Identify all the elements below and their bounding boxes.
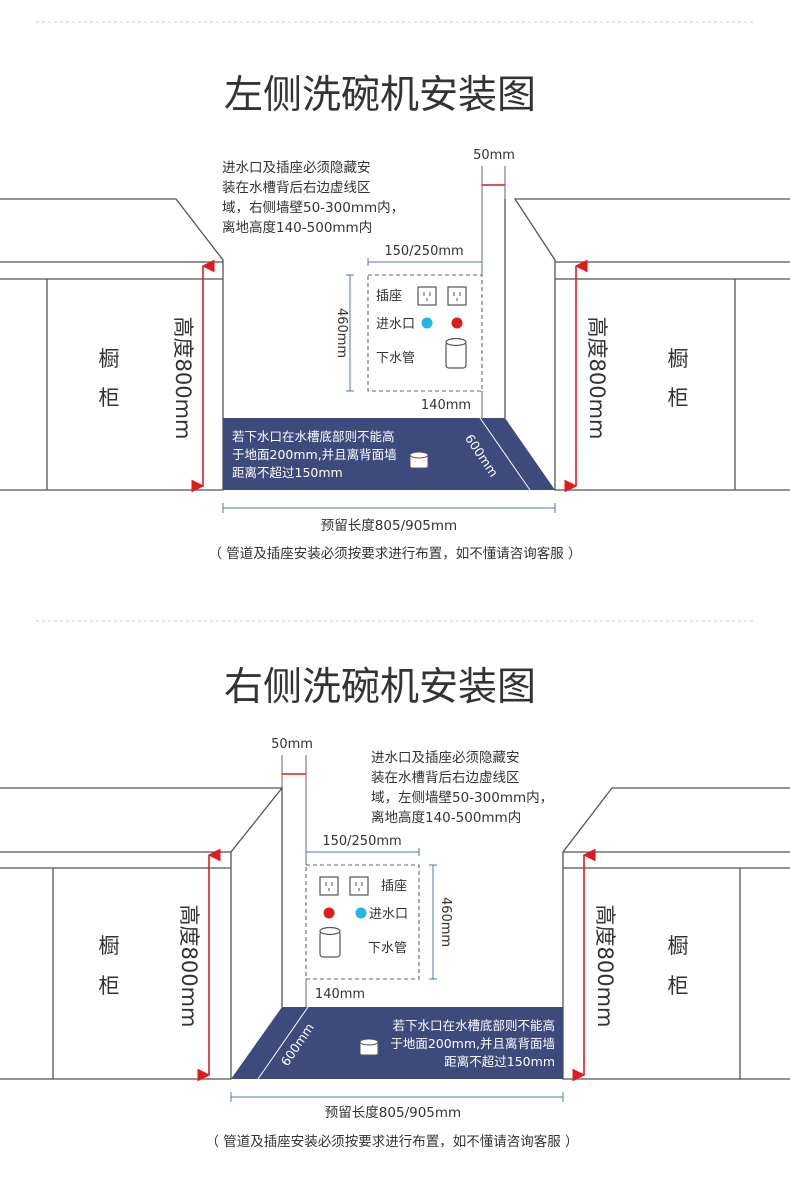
- cold-water-inlet-icon: [421, 317, 433, 329]
- socket-icon: [319, 876, 339, 896]
- note-line-2: 装在水槽背后右边虚线区: [222, 180, 371, 196]
- floor-note-line-3: 距离不超过150mm: [444, 1054, 555, 1069]
- dim-140-label: 140mm: [421, 398, 471, 413]
- right-install-diagram: 右侧洗碗机安装图 进水口及插座必须隐藏安 装在水槽背后右边虚线区 域，左侧墙壁5…: [0, 665, 790, 1150]
- socket-label: 插座: [376, 289, 402, 304]
- dim-width-label: 150/250mm: [384, 244, 463, 259]
- dim-460-label: 460mm: [334, 308, 349, 358]
- floor-area: [223, 418, 555, 490]
- floor-note-line-2: 于地面200mm,并且离背面墙: [390, 1036, 555, 1051]
- inlet-label: 进水口: [376, 317, 415, 332]
- left-cabinet: 橱 柜 高度800mm: [0, 198, 224, 493]
- cabinet-label-bottom: 柜: [99, 386, 120, 410]
- note-line-4: 离地高度140-500mm内: [371, 809, 521, 826]
- install-zone: [367, 274, 483, 392]
- note-line-1: 进水口及插座必须隐藏安: [222, 160, 371, 176]
- page-title: 右侧洗碗机安装图: [224, 665, 536, 710]
- drain-pipe-icon: [445, 337, 467, 369]
- floor-note-line-2: 于地面200mm,并且离背面墙: [232, 447, 397, 462]
- cabinet-label-bottom: 柜: [99, 974, 120, 998]
- cabinet-label-top: 橱: [99, 347, 120, 371]
- socket-icon: [447, 286, 467, 306]
- drain-label: 下水管: [376, 351, 415, 366]
- dim-50-label: 50mm: [271, 737, 313, 752]
- dim-600-line: [479, 417, 531, 491]
- footnote: （ 管道及插座安装必须按要求进行布置，如不懂请咨询客服 ）: [208, 545, 581, 562]
- reserve-length-label: 预留长度805/905mm: [325, 1105, 461, 1121]
- right-cabinet: 橱 柜 高度800mm: [562, 787, 790, 1082]
- footnote: （ 管道及插座安装必须按要求进行布置，如不懂请咨询客服 ）: [205, 1133, 578, 1150]
- note-line-4: 离地高度140-500mm内: [222, 219, 372, 236]
- floor-note-line-3: 距离不超过150mm: [232, 465, 343, 480]
- height-label-left: 高度800mm: [171, 317, 195, 440]
- note-line-3: 域，左侧墙壁50-300mm内，: [371, 790, 553, 806]
- cold-water-inlet-icon: [355, 907, 367, 919]
- drain-outlet-icon: [359, 1038, 379, 1056]
- note-line-1: 进水口及插座必须隐藏安: [371, 750, 520, 766]
- cabinet-label-top: 橱: [668, 934, 689, 958]
- hot-water-inlet-icon: [323, 907, 335, 919]
- right-cabinet: 橱 柜 高度800mm: [513, 198, 790, 493]
- drain-pipe-icon: [319, 926, 341, 958]
- cabinet-label-top: 橱: [99, 934, 120, 958]
- reserve-length-label: 预留长度805/905mm: [321, 518, 457, 534]
- page-title: 左侧洗碗机安装图: [224, 73, 536, 118]
- height-label-right: 高度800mm: [585, 317, 609, 440]
- install-zone: [305, 864, 420, 980]
- dim-50-label: 50mm: [473, 148, 515, 163]
- inlet-label: 进水口: [369, 907, 408, 922]
- height-label-right: 高度800mm: [593, 905, 617, 1028]
- cabinet-label-bottom: 柜: [668, 974, 689, 998]
- drain-label: 下水管: [368, 941, 407, 956]
- floor-area: [231, 1007, 563, 1079]
- cabinet-label-bottom: 柜: [668, 386, 689, 410]
- dim-460-label: 460mm: [438, 897, 453, 947]
- floor-note-line-1: 若下水口在水槽底部则不能高: [232, 429, 395, 444]
- note-line-2: 装在水槽背后右边虚线区: [371, 770, 520, 786]
- dim-140-label: 140mm: [315, 987, 365, 1002]
- hot-water-inlet-icon: [451, 317, 463, 329]
- socket-icon: [349, 876, 369, 896]
- socket-icon: [417, 286, 437, 306]
- dim-600-line: [257, 1006, 309, 1080]
- drain-outlet-icon: [409, 451, 429, 469]
- left-install-diagram: 左侧洗碗机安装图 进水口及插座必须隐藏安 装在水槽背后右边虚线区 域，右侧墙壁5…: [0, 73, 790, 562]
- socket-label: 插座: [381, 879, 407, 894]
- note-line-3: 域，右侧墙壁50-300mm内，: [222, 200, 404, 216]
- floor-note-line-1: 若下水口在水槽底部则不能高: [392, 1018, 555, 1033]
- dim-width-label: 150/250mm: [322, 834, 401, 849]
- height-label-left: 高度800mm: [177, 905, 201, 1028]
- left-cabinet: 橱 柜 高度800mm: [0, 787, 284, 1082]
- cabinet-label-top: 橱: [668, 347, 689, 371]
